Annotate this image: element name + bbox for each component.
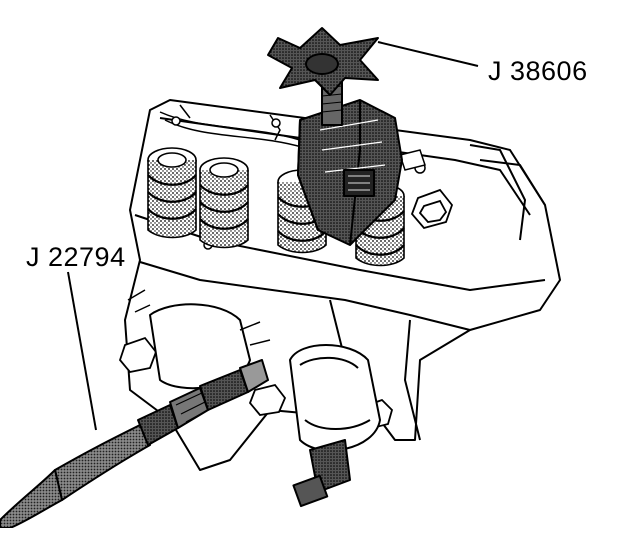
leader-line-upper bbox=[377, 41, 479, 67]
gasket-rail bbox=[159, 104, 426, 250]
valve-spring bbox=[147, 147, 197, 239]
callout-tool-upper: J 38606 bbox=[488, 56, 588, 86]
star-knob bbox=[267, 27, 379, 96]
callout-tool-lower: J 22794 bbox=[26, 242, 126, 272]
leader-line-lower bbox=[67, 271, 97, 431]
air-hose bbox=[0, 359, 269, 529]
valve-spring bbox=[199, 157, 249, 249]
leader-lines bbox=[67, 41, 479, 431]
air-adapter bbox=[127, 289, 381, 508]
spring-compressor-tool bbox=[297, 79, 403, 246]
